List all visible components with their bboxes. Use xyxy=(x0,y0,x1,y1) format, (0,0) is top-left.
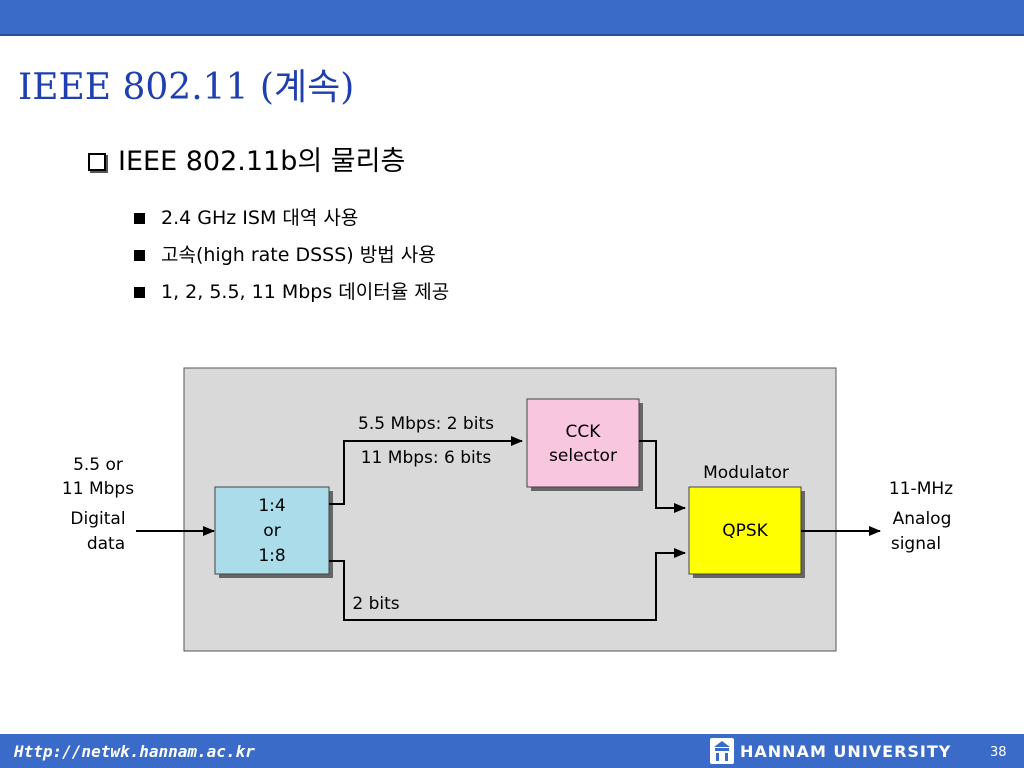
upper-path-arrow xyxy=(329,436,523,505)
cck-to-qpsk-arrow xyxy=(639,440,686,513)
cck-selector-box xyxy=(526,398,640,488)
qpsk-box xyxy=(688,486,802,575)
input-type-label-1: Digital xyxy=(70,509,125,529)
checkbox-bullet-icon xyxy=(88,153,106,171)
square-bullet-icon xyxy=(134,212,145,224)
university-name: HANNAM UNIVERSITY xyxy=(740,742,952,761)
output-freq-label: 11-MHz xyxy=(889,479,953,499)
page-number: 38 xyxy=(990,745,1007,760)
cck-label-1: CCK xyxy=(566,422,602,442)
input-type-label-2: data xyxy=(87,534,125,554)
square-bullet-icon xyxy=(134,249,145,261)
top-header-bar xyxy=(0,0,1024,36)
splitter-label-2: or xyxy=(263,521,280,541)
lower-path-label: 2 bits xyxy=(352,594,399,614)
university-logo-icon xyxy=(710,738,734,764)
upper-path-label-1: 5.5 Mbps: 2 bits xyxy=(358,414,494,434)
sub-bullet-text: 1, 2, 5.5, 11 Mbps 데이터율 제공 xyxy=(161,281,450,303)
sub-bullet-text: 2.4 GHz ISM 대역 사용 xyxy=(161,207,359,229)
splitter-label-3: 1:8 xyxy=(258,546,285,566)
slide-title: IEEE 802.11 (계속) xyxy=(18,67,355,108)
lower-path-arrow xyxy=(329,548,686,621)
main-bullet-text: IEEE 802.11b의 물리층 xyxy=(118,146,406,177)
sub-bullet-text: 고속(high rate DSSS) 방법 사용 xyxy=(161,244,436,266)
sub-bullet: 고속(high rate DSSS) 방법 사용 xyxy=(134,241,436,269)
footer-url-link[interactable]: Http://netwk.hannam.ac.kr xyxy=(14,742,255,761)
output-type-label-1: Analog xyxy=(893,509,952,529)
main-bullet: IEEE 802.11b의 물리층 xyxy=(88,142,405,182)
cck-label-2: selector xyxy=(549,446,617,466)
splitter-box xyxy=(214,486,330,575)
modulator-label: Modulator xyxy=(703,463,789,483)
sub-bullet: 2.4 GHz ISM 대역 사용 xyxy=(134,204,358,232)
input-rate-label-2: 11 Mbps xyxy=(62,479,134,499)
output-type-label-2: signal xyxy=(891,534,941,554)
upper-path-label-2: 11 Mbps: 6 bits xyxy=(361,448,492,468)
input-rate-label-1: 5.5 or xyxy=(73,455,123,475)
sub-bullet: 1, 2, 5.5, 11 Mbps 데이터율 제공 xyxy=(134,278,449,306)
splitter-label-1: 1:4 xyxy=(258,496,285,516)
square-bullet-icon xyxy=(134,286,145,298)
qpsk-label: QPSK xyxy=(722,521,768,541)
footer-bar: Http://netwk.hannam.ac.kr HANNAM UNIVERS… xyxy=(0,734,1024,768)
